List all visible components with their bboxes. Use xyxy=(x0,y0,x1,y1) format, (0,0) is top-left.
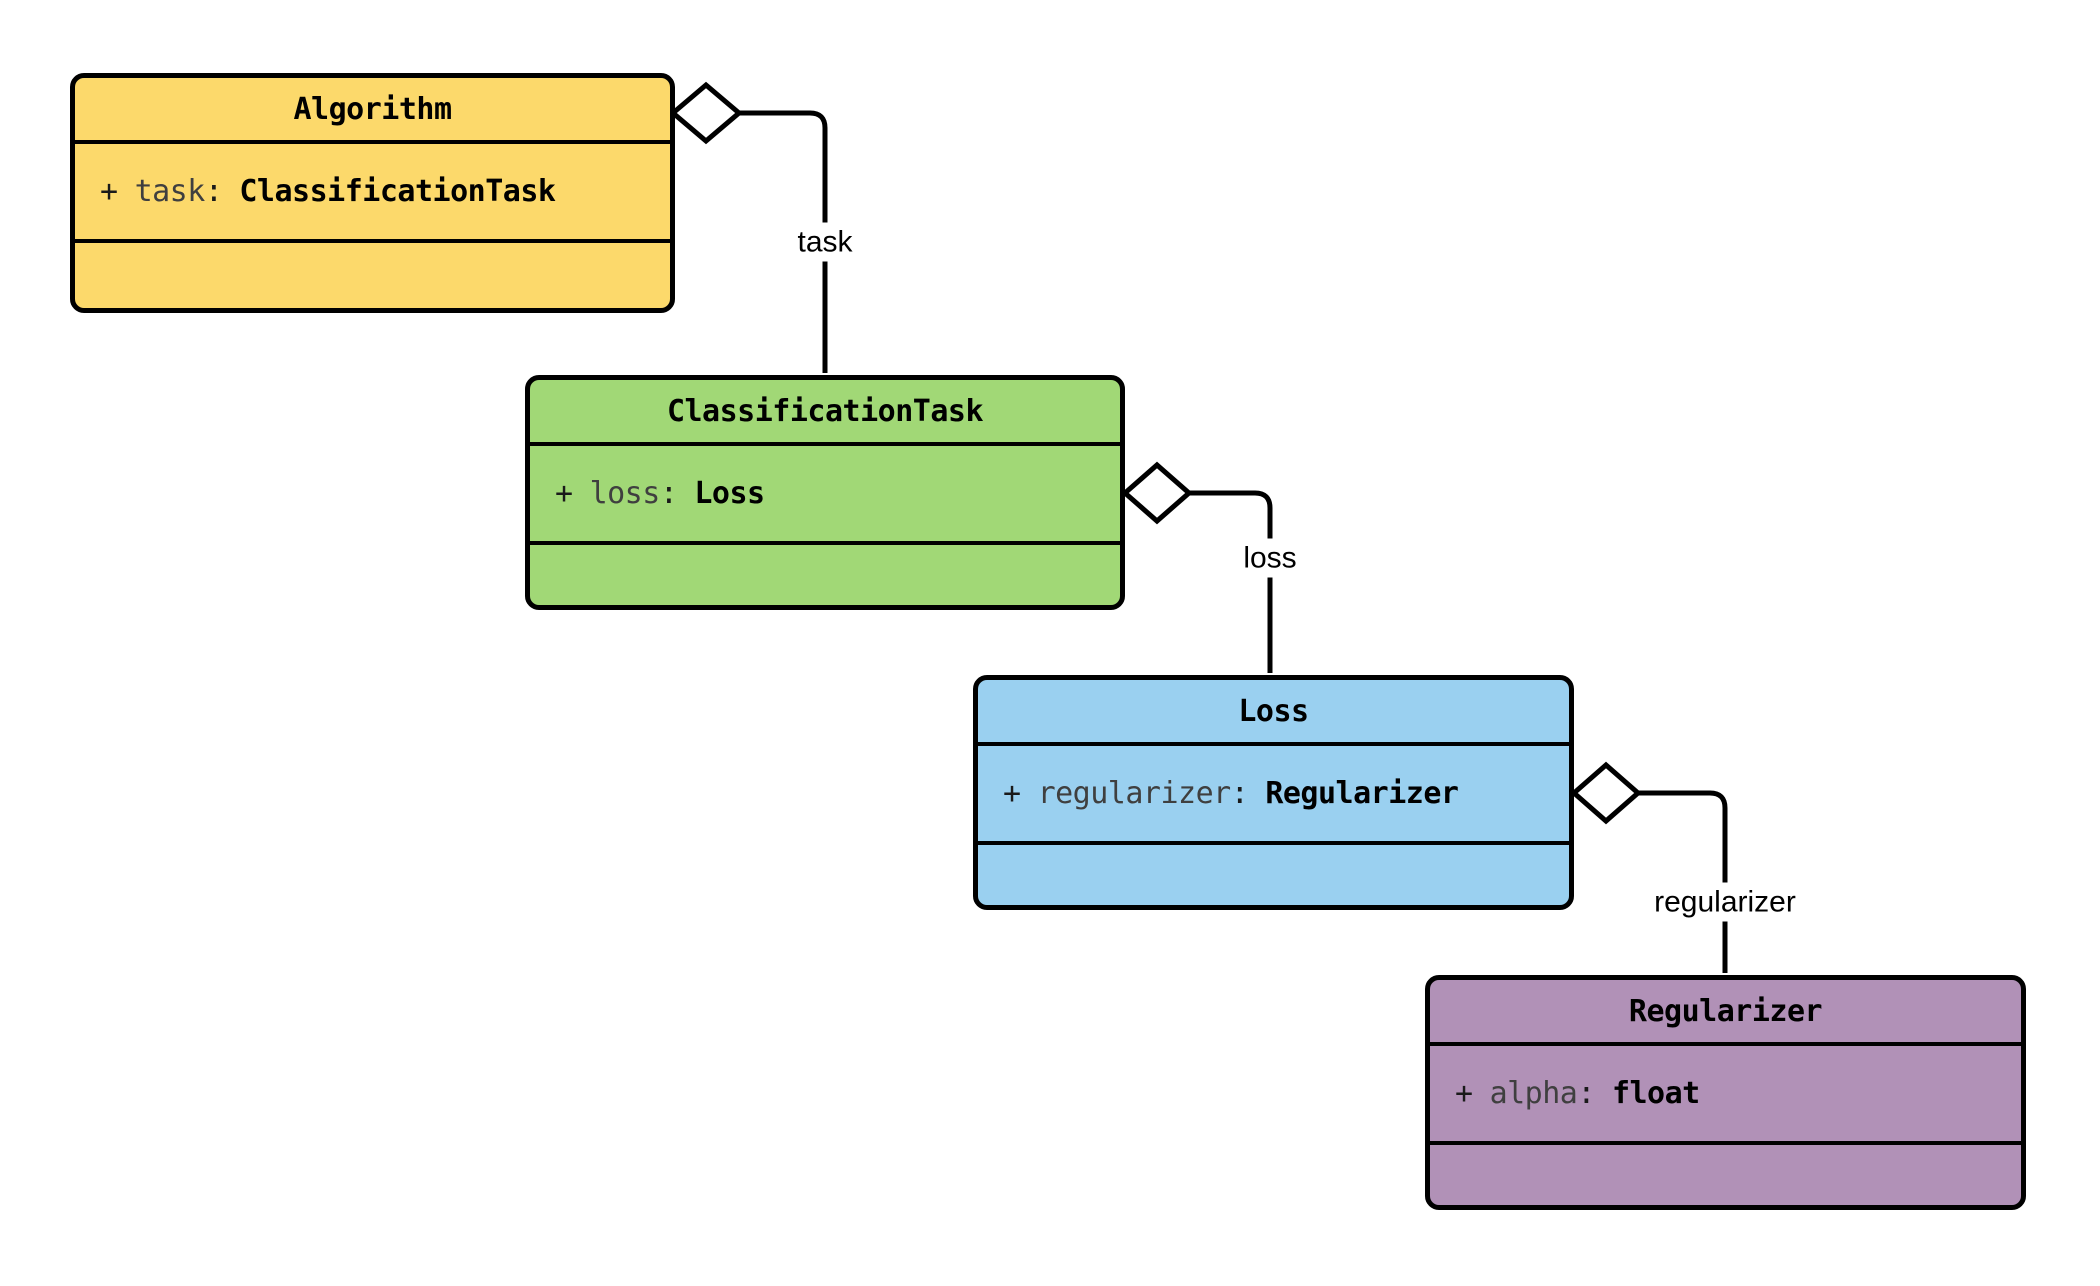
class-attribute-row: + task: ClassificationTask xyxy=(75,144,670,243)
aggregation-edge-loss xyxy=(1121,461,1273,673)
class-title: Regularizer xyxy=(1430,980,2021,1046)
class-node-regularizer: Regularizer + alpha: float xyxy=(1425,975,2026,1210)
class-node-classificationtask: ClassificationTask + loss: Loss xyxy=(525,375,1125,610)
class-methods-section-empty xyxy=(978,845,1569,905)
attribute-name: task xyxy=(134,174,206,209)
class-attribute-row: + regularizer: Regularizer xyxy=(978,746,1569,845)
attribute-separator: : xyxy=(1230,776,1249,811)
class-attribute-row: + loss: Loss xyxy=(530,446,1120,545)
edge-line xyxy=(1189,490,1273,673)
attribute-visibility: + xyxy=(555,476,573,511)
attribute-type: float xyxy=(1611,1076,1700,1111)
class-node-algorithm: Algorithm + task: ClassificationTask xyxy=(70,73,675,313)
edge-line xyxy=(1638,790,1728,973)
attribute-separator: : xyxy=(659,476,678,511)
attribute-type: Regularizer xyxy=(1265,776,1459,811)
class-node-loss: Loss + regularizer: Regularizer xyxy=(973,675,1574,910)
edge-line xyxy=(739,110,828,373)
attribute-type: Loss xyxy=(694,476,765,511)
aggregation-diamond-icon xyxy=(669,81,743,145)
class-attribute-row: + alpha: float xyxy=(1430,1046,2021,1145)
aggregation-edge-task xyxy=(669,81,828,373)
aggregation-diamond-icon xyxy=(1570,761,1642,825)
class-methods-section-empty xyxy=(1430,1145,2021,1205)
attribute-visibility: + xyxy=(1003,776,1021,811)
class-methods-section-empty xyxy=(75,243,670,308)
attribute-visibility: + xyxy=(100,174,118,209)
class-methods-section-empty xyxy=(530,545,1120,605)
attribute-separator: : xyxy=(204,174,223,209)
attribute-type: ClassificationTask xyxy=(239,174,556,209)
aggregation-edge-regularizer xyxy=(1570,761,1728,973)
attribute-separator: : xyxy=(1577,1076,1595,1111)
aggregation-diamond-icon xyxy=(1121,461,1193,525)
class-title: Algorithm xyxy=(75,78,670,144)
attribute-name: alpha xyxy=(1489,1076,1578,1111)
edge-label-task: task xyxy=(789,222,861,262)
edge-label-regularizer: regularizer xyxy=(1646,882,1804,922)
class-title: Loss xyxy=(978,680,1569,746)
attribute-name: regularizer xyxy=(1037,776,1232,811)
class-title: ClassificationTask xyxy=(530,380,1120,446)
attribute-name: loss xyxy=(589,476,661,511)
attribute-visibility: + xyxy=(1455,1076,1473,1111)
edge-label-loss: loss xyxy=(1235,538,1305,578)
